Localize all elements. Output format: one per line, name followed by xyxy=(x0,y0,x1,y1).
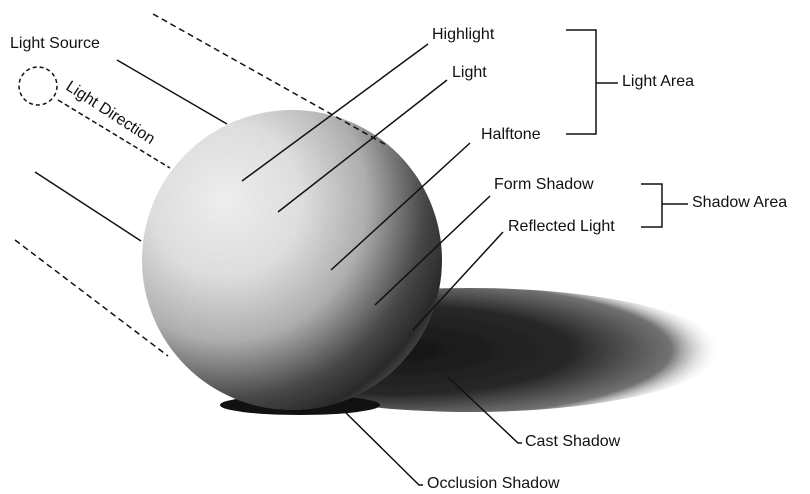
cast-shadow-label: Cast Shadow xyxy=(525,433,620,451)
light-label: Light xyxy=(452,64,487,82)
occlusion-shadow-label: Occlusion Shadow xyxy=(427,475,560,493)
light-area-bracket xyxy=(566,30,596,134)
light-source-label: Light Source xyxy=(10,35,100,53)
shadow-area-bracket xyxy=(641,184,662,227)
form-shadow-label: Form Shadow xyxy=(494,176,594,194)
highlight-label: Highlight xyxy=(432,26,494,44)
sphere xyxy=(142,110,442,410)
halftone-label: Halftone xyxy=(481,126,541,144)
light-ray xyxy=(35,172,141,241)
occlusion-shadow-leader xyxy=(343,410,423,485)
light-area-label: Light Area xyxy=(622,73,694,91)
light-ray xyxy=(117,60,227,124)
reflected-light-label: Reflected Light xyxy=(508,218,615,236)
light-source-icon xyxy=(19,67,57,105)
shadow-area-label: Shadow Area xyxy=(692,194,787,212)
